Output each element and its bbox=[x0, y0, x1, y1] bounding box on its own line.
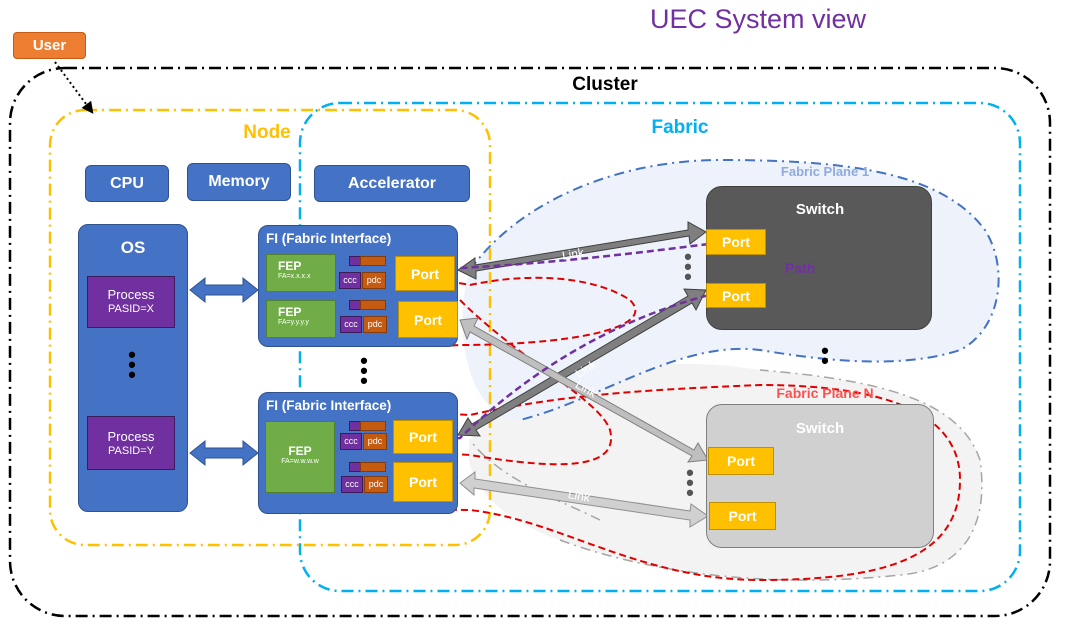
fi-1-port-1: Port bbox=[395, 256, 455, 291]
ccc-2: ccc bbox=[340, 316, 362, 333]
ccc-1: ccc bbox=[339, 272, 361, 289]
os-fi-arrow-1 bbox=[189, 276, 259, 304]
pdc-stack-2 bbox=[360, 300, 386, 310]
fabric-plane-n-outline bbox=[469, 369, 983, 581]
fabric-plane-1-label: Fabric Plane 1 bbox=[780, 164, 870, 179]
fi-2-title: FI (Fabric Interface) bbox=[266, 398, 392, 413]
red-loop-2 bbox=[328, 383, 962, 582]
pdc-4: pdc bbox=[364, 476, 388, 493]
node-boundary bbox=[48, 108, 492, 547]
fabric-label: Fabric bbox=[651, 117, 709, 138]
pdc-stack-4 bbox=[360, 462, 386, 472]
process-x-pasid: PASID=X bbox=[108, 303, 154, 315]
pdc-stack-1 bbox=[360, 256, 386, 266]
user-badge: User bbox=[13, 32, 86, 59]
switch-n-port-1: Port bbox=[708, 447, 774, 475]
path-line bbox=[394, 241, 783, 442]
fi-2-port-1: Port bbox=[393, 420, 453, 454]
fep-x-addr: FA=x.x.x.x bbox=[278, 273, 311, 280]
pdc-2: pdc bbox=[363, 316, 387, 333]
user-arrow bbox=[54, 61, 94, 114]
ccc-4: ccc bbox=[341, 476, 363, 493]
fabric-plane-n-label: Fabric Plane N bbox=[776, 385, 874, 401]
fi-2-port-2: Port bbox=[393, 462, 453, 502]
fep-y: FEP FA=y.y.y.y bbox=[266, 300, 336, 338]
memory-box: Memory bbox=[187, 163, 291, 201]
fep-y-label: FEP bbox=[278, 305, 302, 319]
node-label: Node bbox=[243, 122, 291, 143]
ccc-3: ccc bbox=[340, 433, 362, 450]
cpu-box: CPU bbox=[85, 165, 169, 202]
process-x: Process PASID=X bbox=[87, 276, 175, 328]
fep-x: FEP FA=x.x.x.x bbox=[266, 254, 336, 292]
fi-1-title: FI (Fabric Interface) bbox=[266, 231, 392, 246]
pdc-1: pdc bbox=[362, 272, 386, 289]
process-y: Process PASID=Y bbox=[87, 416, 175, 470]
cluster-boundary bbox=[8, 66, 1052, 618]
switch-n-port-ellipsis: ••• bbox=[686, 460, 694, 505]
fep-w: FEP FA=w.w.w.w bbox=[265, 421, 335, 493]
process-x-label: Process bbox=[107, 287, 155, 302]
process-y-pasid: PASID=Y bbox=[108, 445, 154, 457]
fep-w-addr: FA=w.w.w.w bbox=[281, 458, 319, 465]
switch-1-port-2: Port bbox=[706, 283, 766, 308]
fep-x-label: FEP bbox=[278, 259, 302, 273]
switch-n-port-2: Port bbox=[709, 502, 776, 530]
os-fi-arrow-2 bbox=[189, 439, 259, 467]
process-ellipsis: ••• bbox=[128, 342, 136, 387]
accelerator-box: Accelerator bbox=[314, 165, 470, 202]
fep-y-addr: FA=y.y.y.y bbox=[278, 319, 309, 326]
switch-plane-1-label: Switch bbox=[795, 201, 845, 218]
cluster-label: Cluster bbox=[572, 74, 638, 95]
page-title: UEC System view bbox=[650, 4, 867, 34]
pdc-stack-3 bbox=[360, 421, 386, 431]
switch-1-port-1: Port bbox=[706, 229, 766, 255]
pdc-3: pdc bbox=[363, 433, 387, 450]
process-y-label: Process bbox=[107, 429, 155, 444]
path-label: Path bbox=[785, 260, 816, 276]
fep-w-label: FEP bbox=[288, 444, 312, 458]
switch-1-port-ellipsis: ••• bbox=[684, 244, 692, 289]
fi-ellipsis: ••• bbox=[360, 348, 368, 393]
fi-1-port-2: Port bbox=[398, 301, 458, 338]
switch-plane-n-label: Switch bbox=[795, 420, 845, 437]
os-label: OS bbox=[120, 238, 146, 257]
plane-ellipsis: •• bbox=[821, 338, 829, 373]
fabric-boundary bbox=[298, 101, 1022, 593]
